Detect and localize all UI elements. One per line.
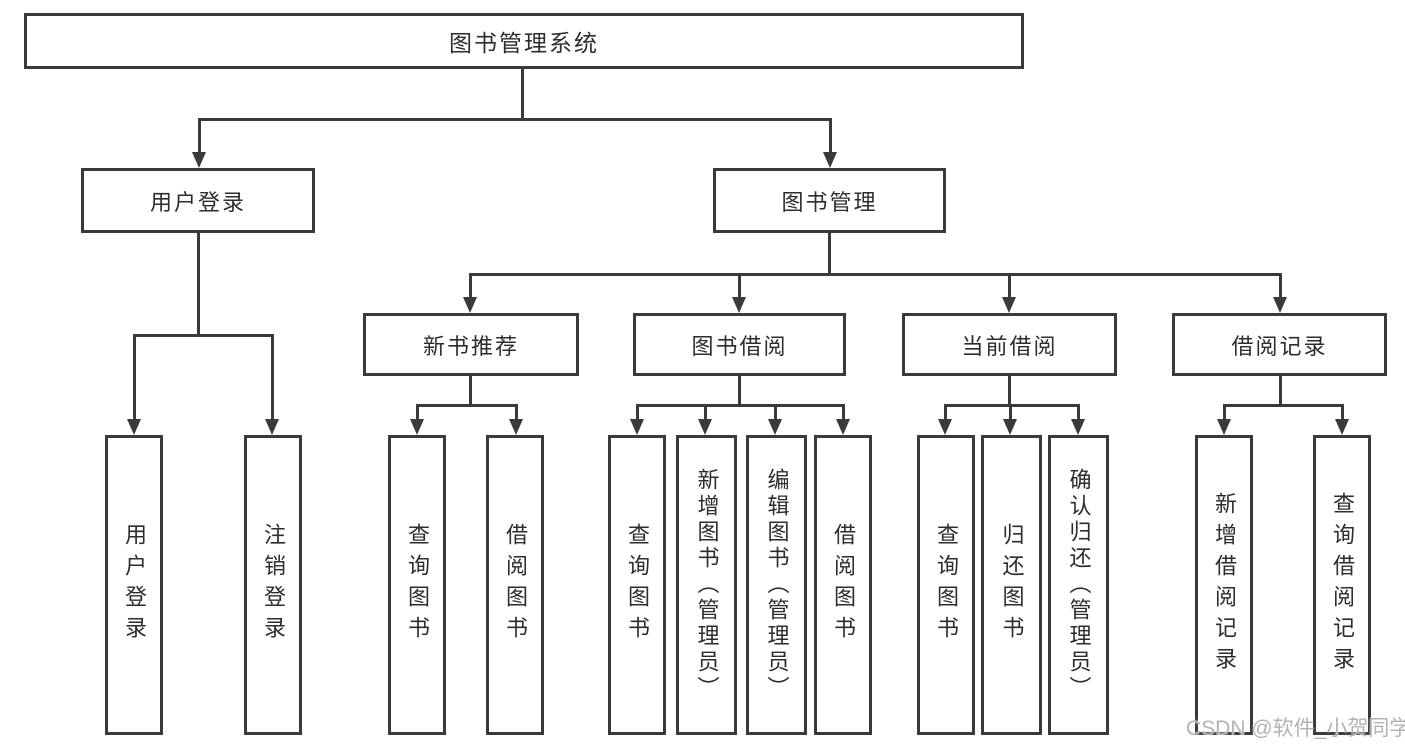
connector-book-management-riser bbox=[828, 233, 831, 275]
leaf-user-login: 用户登录 bbox=[105, 435, 163, 735]
connector-stem-records bbox=[1279, 273, 1282, 299]
connector-stem-d3 bbox=[1077, 404, 1080, 420]
connector-stem-e2 bbox=[1341, 404, 1344, 420]
leaf-recommend-borrow-books: 借阅图书 bbox=[486, 435, 544, 735]
node-current-borrow: 当前借阅 bbox=[902, 313, 1117, 376]
connector-records-riser bbox=[1279, 376, 1282, 407]
arrow-c1 bbox=[630, 419, 644, 435]
connector-current-riser bbox=[1008, 376, 1011, 407]
leaf-query-borrow-record: 查询借阅记录 bbox=[1313, 435, 1371, 735]
connector-stem-leaf-user-login bbox=[133, 334, 136, 420]
connector-stem-b1 bbox=[416, 404, 419, 420]
leaf-current-query-books-label: 查询图书 bbox=[934, 523, 959, 647]
connector-stem-c2 bbox=[704, 404, 707, 420]
connector-recommend-splitter bbox=[416, 404, 518, 407]
connector-stem-e1 bbox=[1223, 404, 1226, 420]
connector-current-splitter bbox=[944, 404, 1080, 407]
connector-stem-borrow bbox=[738, 273, 741, 299]
connector-login-splitter bbox=[133, 334, 274, 337]
node-new-book-recommend: 新书推荐 bbox=[363, 313, 579, 376]
connector-records-splitter bbox=[1223, 404, 1344, 407]
arrow-book-management bbox=[823, 152, 837, 168]
leaf-recommend-query-books: 查询图书 bbox=[388, 435, 446, 735]
arrow-user-login bbox=[192, 152, 206, 168]
connector-stem-current bbox=[1008, 273, 1011, 299]
connector-stem-book-management bbox=[829, 118, 832, 154]
leaf-edit-books-admin: 编辑图书（管理员） bbox=[746, 435, 807, 735]
node-current-borrow-label: 当前借阅 bbox=[961, 333, 1058, 359]
arrow-leaf-logout bbox=[265, 419, 279, 435]
node-user-login: 用户登录 bbox=[81, 168, 315, 233]
node-new-book-recommend-label: 新书推荐 bbox=[422, 333, 519, 359]
arrow-leaf-user-login bbox=[127, 419, 141, 435]
leaf-recommend-query-books-label: 查询图书 bbox=[405, 523, 430, 647]
node-root-label: 图书管理系统 bbox=[449, 30, 599, 56]
arrow-d3 bbox=[1071, 419, 1085, 435]
connector-level2-splitter bbox=[198, 118, 832, 121]
connector-root-riser bbox=[521, 69, 524, 120]
leaf-logout-label: 注销登录 bbox=[261, 523, 286, 647]
connector-stem-c4 bbox=[842, 404, 845, 420]
arrow-d2 bbox=[1003, 419, 1017, 435]
leaf-return-books: 归还图书 bbox=[981, 435, 1042, 735]
leaf-edit-books-admin-label: 编辑图书（管理员） bbox=[764, 468, 790, 702]
leaf-add-books-admin: 新增图书（管理员） bbox=[676, 435, 737, 735]
leaf-confirm-return-admin: 确认归还（管理员） bbox=[1048, 435, 1109, 735]
leaf-current-query-books: 查询图书 bbox=[917, 435, 975, 735]
node-borrow-records: 借阅记录 bbox=[1172, 313, 1387, 376]
leaf-query-borrow-record-label: 查询借阅记录 bbox=[1330, 492, 1355, 678]
arrow-recommend bbox=[463, 297, 477, 313]
connector-stem-leaf-logout bbox=[271, 334, 274, 420]
leaf-recommend-borrow-books-label: 借阅图书 bbox=[503, 523, 528, 647]
csdn-watermark: CSDN @软件_小贺同学 bbox=[1186, 717, 1405, 740]
connector-stem-b2 bbox=[515, 404, 518, 420]
leaf-add-books-admin-label: 新增图书（管理员） bbox=[694, 468, 720, 702]
arrow-e2 bbox=[1335, 419, 1349, 435]
leaf-logout: 注销登录 bbox=[244, 435, 302, 735]
leaf-borrow-query-books: 查询图书 bbox=[608, 435, 666, 735]
node-borrow-records-label: 借阅记录 bbox=[1231, 333, 1328, 359]
leaf-add-borrow-record-label: 新增借阅记录 bbox=[1212, 492, 1237, 678]
node-root: 图书管理系统 bbox=[24, 13, 1024, 69]
connector-stem-c1 bbox=[636, 404, 639, 420]
arrow-current bbox=[1002, 297, 1016, 313]
node-book-management-label: 图书管理 bbox=[781, 189, 878, 215]
leaf-add-borrow-record: 新增借阅记录 bbox=[1195, 435, 1253, 735]
connector-level3-splitter bbox=[469, 273, 1282, 276]
leaf-confirm-return-admin-label: 确认归还（管理员） bbox=[1066, 468, 1092, 702]
leaf-borrow-query-books-label: 查询图书 bbox=[625, 523, 650, 647]
arrow-e1 bbox=[1217, 419, 1231, 435]
arrow-c2 bbox=[698, 419, 712, 435]
arrow-b2 bbox=[509, 419, 523, 435]
connector-stem-d2 bbox=[1009, 404, 1012, 420]
arrow-records bbox=[1273, 297, 1287, 313]
connector-stem-c3 bbox=[774, 404, 777, 420]
node-book-management: 图书管理 bbox=[713, 168, 946, 233]
node-book-borrow-label: 图书借阅 bbox=[691, 333, 788, 359]
leaf-borrow-books: 借阅图书 bbox=[814, 435, 872, 735]
node-book-borrow: 图书借阅 bbox=[633, 313, 846, 376]
connector-stem-d1 bbox=[944, 404, 947, 420]
leaf-return-books-label: 归还图书 bbox=[999, 523, 1025, 647]
arrow-d1 bbox=[938, 419, 952, 435]
connector-borrow-splitter bbox=[636, 404, 845, 407]
arrow-borrow bbox=[732, 297, 746, 313]
node-user-login-label: 用户登录 bbox=[149, 189, 246, 215]
arrow-b1 bbox=[410, 419, 424, 435]
arrow-c3 bbox=[768, 419, 782, 435]
connector-user-login-riser bbox=[197, 233, 200, 337]
arrow-c4 bbox=[836, 419, 850, 435]
connector-recommend-riser bbox=[469, 376, 472, 407]
connector-stem-recommend bbox=[469, 273, 472, 299]
leaf-user-login-label: 用户登录 bbox=[122, 523, 147, 647]
leaf-borrow-books-label: 借阅图书 bbox=[831, 523, 856, 647]
connector-borrow-riser bbox=[738, 376, 741, 407]
connector-stem-user-login bbox=[198, 118, 201, 154]
